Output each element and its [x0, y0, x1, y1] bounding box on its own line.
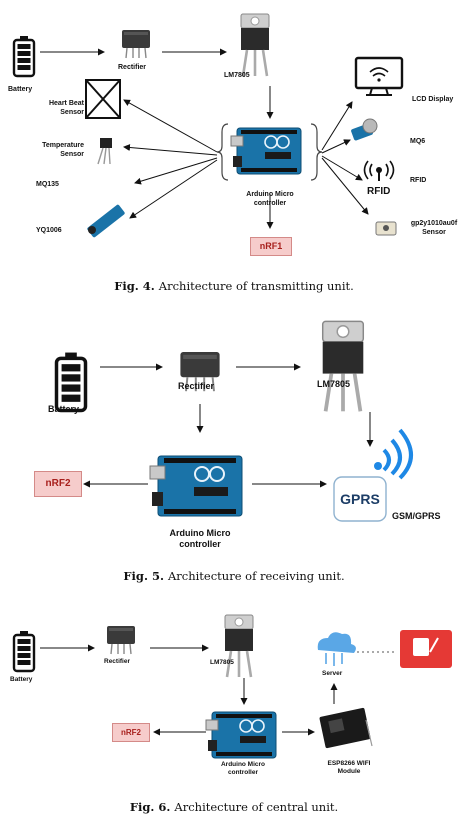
fig4-right-brace [310, 123, 323, 181]
fig4-arrow-lcd [321, 101, 353, 151]
fig6-lm7805-label: LM7805 [210, 659, 234, 666]
fig4-heart-beat-label: Heart Beat Sensor [48, 100, 84, 116]
fig4-mq6-label: MQ6 [410, 138, 426, 145]
fig4-caption-number: Fig. 4. [114, 279, 155, 293]
fig5-caption-number: Fig. 5. [123, 569, 164, 583]
fig4-yq1006-label: YQ1006 [36, 227, 62, 234]
fig6-lm7805-icon [223, 613, 255, 679]
fig6-server-cloud-icon [317, 632, 356, 666]
fig5-battery-icon [54, 350, 88, 413]
fig4-lm7805-icon [239, 12, 271, 78]
fig6-caption: Fig. 6.Architecture of central unit. [0, 800, 468, 814]
fig4-arrow-temperature [123, 144, 218, 156]
fig5-rectifier-label: Rectifier [178, 381, 215, 391]
fig5-diagram [54, 319, 413, 522]
fig5-gprs-icon [333, 428, 413, 522]
fig6-rectifier-label: Rectifier [104, 658, 131, 665]
fig5-lm7805-label: LM7805 [317, 379, 351, 389]
fig5-lm7805-icon [320, 319, 366, 414]
fig4-lcd-label: LCD Display [412, 96, 454, 103]
fig4-nrf1-box: nRF1 [250, 237, 292, 256]
fig5-gprs-badge-text: GPRS [340, 491, 380, 507]
fig4-gp2y-sensor-icon [375, 221, 397, 236]
fig4-yq1006-sensor-icon [87, 204, 125, 238]
fig6-arduino-icon [205, 711, 277, 759]
fig4-lcd-display-icon [354, 56, 404, 96]
fig6-nrf2-box: nRF2 [112, 723, 150, 742]
fig4-mq135-label: MQ135 [36, 181, 59, 188]
fig6-app-logo-icon [400, 630, 452, 668]
fig6-mcu-label-line1: Arduino Micro [220, 761, 266, 768]
fig6-battery-label: Battery [10, 676, 33, 683]
fig4-lm7805-label: LM7805 [224, 72, 250, 79]
fig6-mcu-label-line2: controller [228, 769, 258, 776]
fig5-mcu-label-line1: Arduino Micro [169, 528, 231, 538]
fig5-arduino-icon [149, 455, 243, 517]
fig4-diagram [12, 12, 404, 238]
fig4-caption: Fig. 4.Architecture of transmitting unit… [0, 279, 468, 293]
fig4-mcu-label: Arduino Micro controller [246, 191, 294, 207]
fig4-gp2y-label: gp2y1010au0f Sensor [410, 220, 458, 236]
fig6-esp8266-icon [319, 707, 373, 749]
fig6-diagram [12, 613, 452, 759]
fig6-caption-text: Architecture of central unit. [174, 800, 339, 814]
fig5-battery-label: Battery [48, 404, 80, 414]
fig4-mq6-sensor-icon [351, 118, 378, 141]
fig4-arrow-heart-beat [123, 99, 218, 153]
fig4-arrow-rfid [321, 155, 363, 181]
fig6-esp-label-line2: Module [337, 768, 361, 775]
fig6-esp-label-line1: ESP8266 WIFI [327, 760, 371, 767]
fig4-temperature-sensor-icon [97, 138, 112, 165]
fig5-gsm-label: GSM/GPRS [392, 511, 441, 521]
fig6-rectifier-icon [106, 625, 136, 655]
fig6-caption-number: Fig. 6. [129, 800, 171, 814]
fig5-caption-text: Architecture of receiving unit. [167, 569, 345, 583]
fig5-nrf2-box: nRF2 [34, 471, 82, 497]
fig4-left-brace [216, 123, 229, 181]
fig4-arduino-icon [230, 127, 302, 175]
fig6-server-label: Server [322, 670, 343, 677]
fig4-arrow-mq6 [321, 139, 351, 154]
fig4-arrow-gp2y [321, 157, 369, 215]
fig4-rfid-icon-word: RFID [367, 186, 391, 197]
fig4-rectifier-icon [121, 29, 151, 59]
fig4-arrow-mq135 [134, 157, 218, 185]
fig4-heart-beat-sensor-icon [85, 79, 121, 119]
fig4-temperature-label: Temperature Sensor [42, 142, 84, 158]
fig4-rfid-icon [363, 160, 395, 181]
fig4-rfid-label: RFID [410, 177, 427, 184]
fig5-mcu-label-line2: controller [179, 539, 221, 549]
fig4-rectifier-label: Rectifier [118, 64, 147, 71]
fig4-caption-text: Architecture of transmitting unit. [158, 279, 354, 293]
fig4-battery-icon [12, 34, 36, 78]
fig4-arrow-yq1006 [129, 159, 218, 219]
fig6-battery-icon [12, 629, 36, 673]
fig5-caption: Fig. 5.Architecture of receiving unit. [0, 569, 468, 583]
fig4-battery-label: Battery [8, 86, 33, 93]
